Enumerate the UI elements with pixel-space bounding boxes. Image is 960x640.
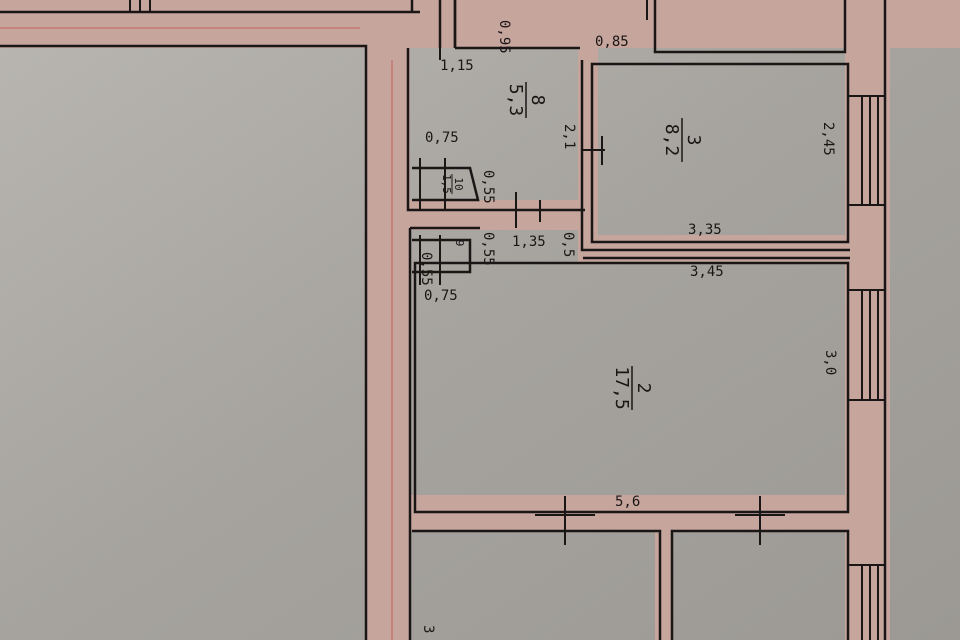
room-2-number: 2: [633, 383, 654, 394]
windows: [129, 0, 885, 640]
room-10-label: 10 1,5: [440, 174, 465, 194]
window-top-left: [129, 0, 151, 12]
dim-245: 2,45: [820, 122, 836, 156]
room-labels: 2 17,5 3 8,2 8 5,3 9 10 1,5: [440, 82, 704, 410]
dim-56: 5,6: [615, 494, 640, 510]
window-bottom-right: [848, 564, 885, 640]
room-9-label: 9: [453, 240, 466, 247]
room-10-number: 10: [452, 177, 465, 190]
dim-085: 0,85: [595, 34, 629, 50]
room-2-label: 2 17,5: [611, 366, 654, 410]
dim-075a: 0,75: [425, 130, 459, 146]
dim-135: 1,35: [512, 234, 546, 250]
dim-345: 3,45: [690, 264, 724, 280]
room-10-area: 1,5: [440, 174, 453, 194]
dimension-labels: 0,95 1,15 0,85 2,1 0,75 0,55 0,55 1,35 0…: [418, 20, 838, 633]
room-8-label: 8 5,3: [505, 82, 548, 118]
dim-335: 3,35: [688, 222, 722, 238]
window-room2: [848, 289, 885, 401]
window-room3: [848, 95, 885, 206]
door-marks: [419, 0, 785, 545]
room-3-area: 8,2: [661, 124, 682, 157]
room-8-number: 8: [527, 95, 548, 106]
dim-115: 1,15: [440, 58, 474, 74]
room-9-number: 9: [453, 240, 466, 247]
accent-lines: [0, 27, 393, 640]
dim-30: 3,0: [822, 350, 838, 375]
room-3-number: 3: [683, 135, 704, 146]
room-3-label: 3 8,2: [661, 118, 704, 162]
dim-055a: 0,55: [480, 170, 496, 204]
room-8-area: 5,3: [505, 84, 526, 117]
dim-095: 0,95: [496, 20, 512, 54]
wall-lines: [0, 0, 887, 640]
dim-3: 3: [420, 625, 436, 633]
dim-05: 0,5: [560, 232, 576, 257]
dim-21: 2,1: [561, 124, 577, 149]
room-2-area: 17,5: [611, 366, 632, 409]
dim-055c: 0,55: [418, 252, 434, 286]
dim-055b: 0,55: [480, 232, 496, 266]
dim-075b: 0,75: [424, 288, 458, 304]
